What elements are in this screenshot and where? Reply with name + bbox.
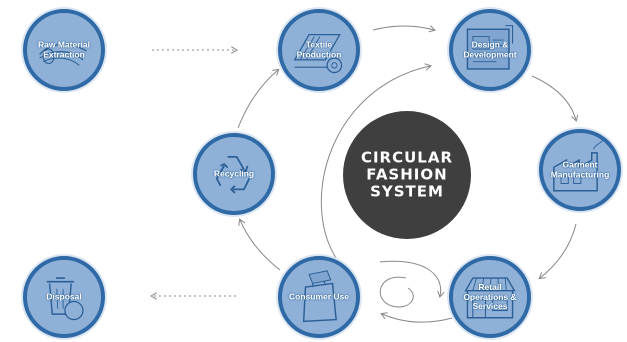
arrow-consumer-to-recycling (240, 220, 281, 271)
stage-label-design: Design & Development (463, 39, 517, 59)
center-title: CIRCULAR FASHION SYSTEM (360, 148, 454, 201)
stage-label-consumer: Consumer Use (289, 291, 349, 302)
node-textile-production: Textile Production (278, 9, 360, 91)
arrow-garment-to-retail (540, 223, 577, 278)
node-design-development: Design & Development (449, 9, 531, 91)
consumer-loop (379, 276, 414, 308)
stage-label-raw-material: Raw Material Extraction (38, 39, 90, 59)
arrow-retail-to-consumer (382, 314, 453, 323)
node-garment-manufacturing: Garment Manufacturing (539, 129, 621, 211)
node-raw-material-extraction: Raw Material Extraction (23, 9, 105, 91)
stage-label-garment: Garment Manufacturing (550, 159, 610, 179)
stage-label-textile-production: Textile Production (296, 39, 342, 59)
factory-icon (553, 139, 603, 192)
node-retail-operations: Retail Operations & Services (449, 256, 531, 338)
node-disposal: Disposal (23, 256, 105, 338)
shopping-bag-icon (302, 270, 337, 323)
blueprint-icon (466, 25, 514, 70)
stage-label-recycling: Recycling (213, 168, 255, 179)
yarn-spool-icon (39, 43, 87, 66)
trash-bin-icon (46, 277, 84, 321)
arrow-design-to-garment (531, 75, 576, 120)
arrow-recycling-to-textile (237, 70, 278, 129)
center-circle: CIRCULAR FASHION SYSTEM (343, 111, 471, 239)
node-recycling: Recycling (193, 133, 275, 215)
arrow-consumer-to-textile-arc (320, 66, 430, 259)
consumer-loop-2 (379, 260, 441, 296)
fabric-roll-icon (293, 34, 343, 74)
stage-label-retail: Retail Operations & Services (463, 281, 517, 311)
arrow-textile-to-design (372, 26, 434, 30)
stage-label-disposal: Disposal (46, 291, 82, 302)
storefront-icon (464, 277, 516, 319)
node-consumer-use: Consumer Use (278, 256, 360, 338)
recycle-icon (215, 155, 251, 194)
